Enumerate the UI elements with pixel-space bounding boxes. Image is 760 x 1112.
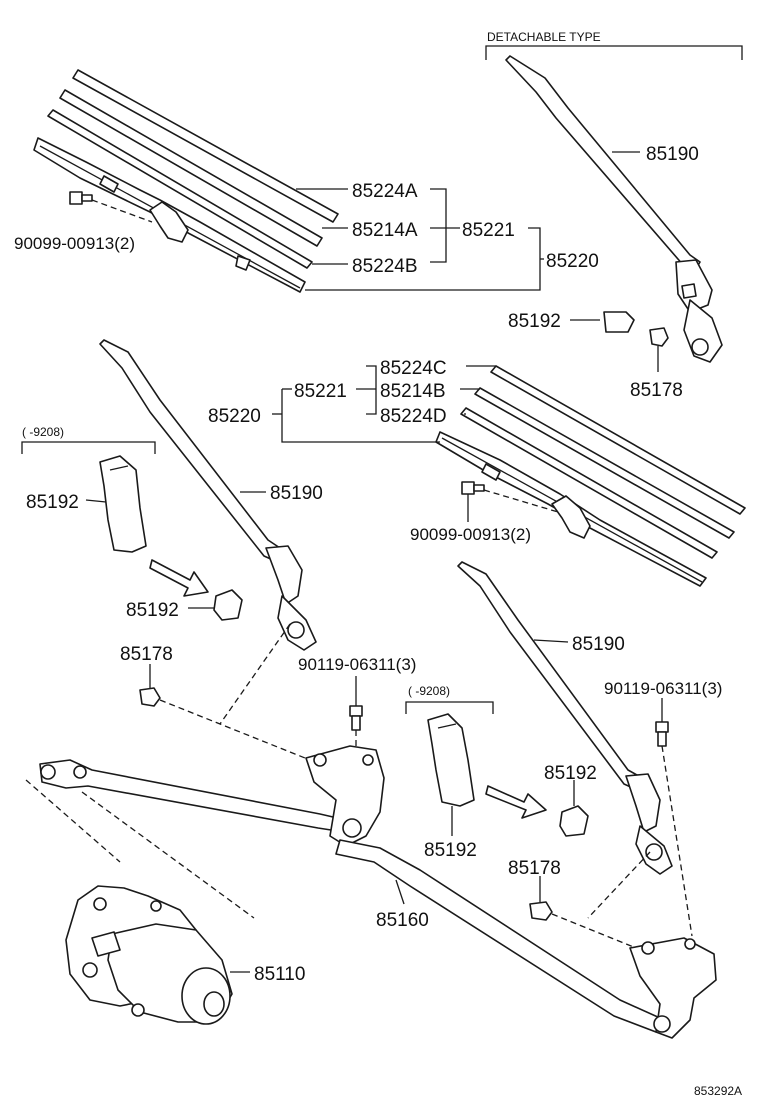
label-85192-right-cover: 85192 — [424, 840, 477, 861]
detachable-bracket — [485, 45, 743, 60]
label-85224a: 85224A — [352, 181, 418, 202]
wiper-arm-right — [457, 561, 673, 875]
nut-85178-left — [139, 687, 161, 707]
bolt-90119-left — [349, 705, 363, 731]
blade-rubber-85214b — [474, 387, 735, 539]
label-85220-top: 85220 — [546, 251, 599, 272]
label-85214b: 85214B — [380, 381, 446, 402]
label-85110: 85110 — [254, 964, 305, 985]
cover-85192-left — [99, 455, 147, 553]
label-85221-mid: 85221 — [294, 381, 347, 402]
range-bracket-right — [405, 701, 494, 714]
wiper-motor-85110 — [65, 885, 233, 1025]
screw-90099-mid — [461, 481, 485, 495]
nut-85178-detach — [649, 327, 669, 347]
blade-rubber-85214a — [59, 89, 323, 247]
blade-insert-85224d — [460, 407, 718, 559]
wiper-link-85160 — [39, 745, 717, 1039]
label-85221-top: 85221 — [462, 220, 515, 241]
label-85190-left: 85190 — [270, 483, 323, 504]
header-detachable-type: DETACHABLE TYPE — [487, 30, 601, 44]
top-blade-assembly — [33, 69, 339, 293]
wiper-arm-left — [99, 339, 317, 651]
mid-blade-assembly — [435, 365, 746, 587]
drawing-id: 853292A — [694, 1084, 742, 1098]
blade-insert-85224b — [47, 109, 313, 269]
label-85192-right-cap: 85192 — [544, 763, 597, 784]
label-90119-right: 90119-06311(3) — [604, 679, 722, 698]
range-note-right: ( -9208) — [408, 684, 450, 698]
label-85224d: 85224D — [380, 406, 447, 427]
label-85190-detach: 85190 — [646, 144, 699, 165]
label-90099-top: 90099-00913(2) — [14, 234, 135, 253]
label-85178-right: 85178 — [508, 858, 561, 879]
label-90099-mid: 90099-00913(2) — [410, 525, 531, 544]
arrow-right — [485, 785, 547, 819]
label-85192-left-cap: 85192 — [126, 600, 179, 621]
label-85160: 85160 — [376, 910, 429, 931]
range-note-left: ( -9208) — [22, 425, 64, 439]
label-85190-right: 85190 — [572, 634, 625, 655]
nut-85178-right — [529, 901, 553, 921]
range-bracket-left — [21, 441, 156, 454]
label-90119-left: 90119-06311(3) — [298, 655, 416, 674]
bolt-90119-right — [655, 721, 669, 747]
screw-90099-top — [69, 191, 93, 205]
label-85192-detach: 85192 — [508, 311, 561, 332]
cover-85192-right — [427, 713, 475, 807]
label-85178-left: 85178 — [120, 644, 173, 665]
label-85224b: 85224B — [352, 256, 418, 277]
label-85192-left-cover: 85192 — [26, 492, 79, 513]
wiper-arm-detachable — [505, 55, 723, 363]
cap-85192-detach — [603, 311, 635, 333]
cap-85192-left — [213, 589, 243, 621]
blade-insert-85224a — [72, 69, 339, 223]
cap-85192-right — [559, 805, 589, 837]
blade-insert-85224c — [490, 365, 746, 515]
label-85224c: 85224C — [380, 358, 447, 379]
label-85220-mid: 85220 — [208, 406, 261, 427]
label-85178-detach: 85178 — [630, 380, 683, 401]
label-85214a: 85214A — [352, 220, 418, 241]
arrow-left — [149, 559, 209, 597]
